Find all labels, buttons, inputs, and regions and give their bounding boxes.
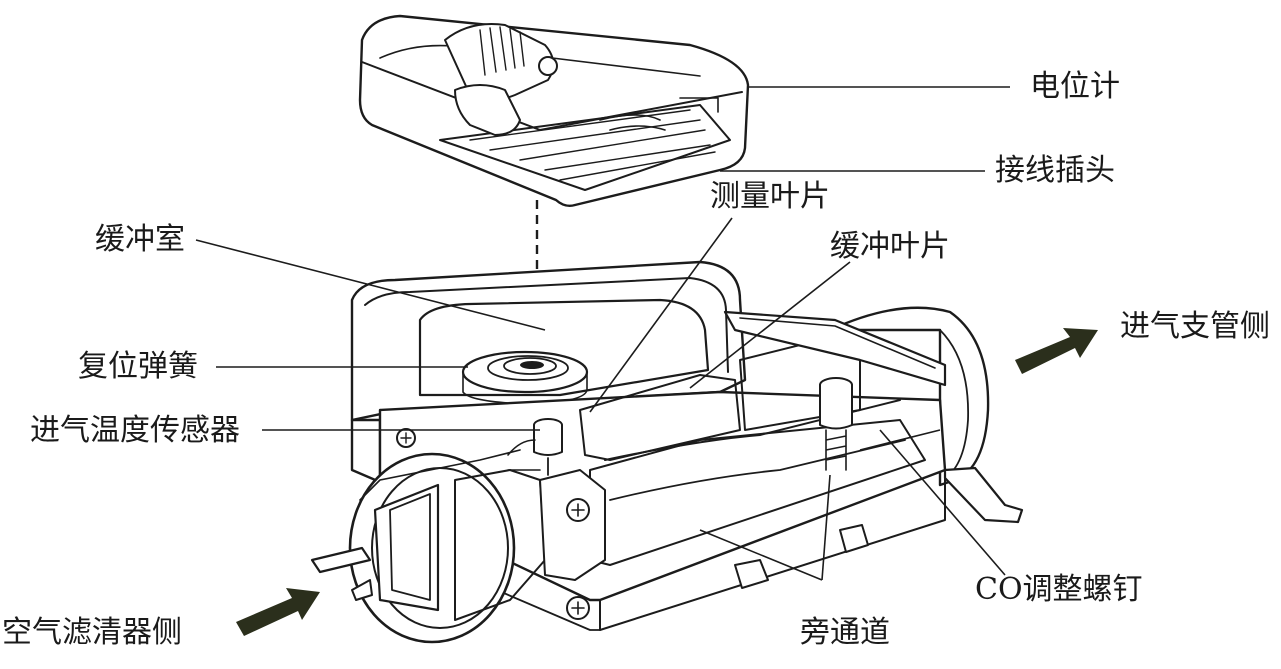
leader-lines (195, 86, 1010, 581)
left-foot-bracket (310, 546, 372, 574)
label-potentiometer: 电位计 (1030, 69, 1120, 104)
label-return-spring: 复位弹簧 (78, 349, 198, 384)
label-intake-manifold-side: 进气支管侧 (1120, 309, 1270, 344)
label-connector-plug: 接线插头 (995, 153, 1115, 188)
label-damping-vane: 缓冲叶片 (830, 229, 950, 264)
label-air-filter-side: 空气滤清器侧 (2, 615, 182, 650)
label-bypass-channel: 旁通道 (800, 615, 890, 650)
intake-ring (348, 428, 606, 644)
label-intake-air-temp-sensor: 进气温度传感器 (30, 413, 240, 448)
flow-arrow-intake-manifold (1015, 328, 1098, 374)
label-measuring-vane: 测量叶片 (710, 179, 830, 214)
flow-arrow-air-filter (236, 588, 320, 636)
label-damping-chamber: 缓冲室 (95, 222, 185, 257)
temperature-sensor-body (507, 418, 563, 476)
co-screw-body (819, 377, 853, 471)
potentiometer-cover (358, 14, 750, 208)
label-co-adjust-screw: CO调整螺钉 (975, 572, 1143, 607)
